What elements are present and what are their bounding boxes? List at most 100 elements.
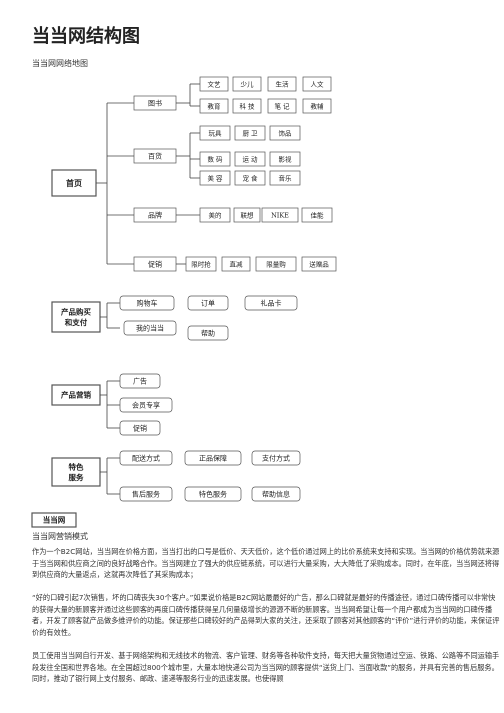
brand-item-box	[199, 207, 231, 223]
service-item-payment-box	[251, 450, 301, 466]
marketing-item-member: 会员专享	[119, 397, 173, 413]
brand-item: 联想	[233, 207, 261, 223]
goods-item: 厨 卫	[234, 125, 266, 141]
brand-item-label: 美的	[209, 210, 223, 219]
book-item: 科 技	[232, 98, 262, 114]
marketing-heading: 当当网营销模式	[32, 532, 88, 541]
goods-item-box	[269, 125, 301, 141]
book-item-box	[267, 98, 297, 114]
book-item-box	[199, 98, 229, 114]
node-home: 首页	[51, 169, 97, 197]
marketing-item-ad-box	[119, 373, 161, 389]
goods-item-box	[234, 151, 266, 167]
goods-item: 美 容	[199, 170, 231, 186]
node-special-label: 特色	[69, 461, 84, 471]
marketing-item-promo-box	[119, 420, 161, 436]
node-dangdang-box	[31, 512, 77, 528]
service-item-aftersale-box	[119, 486, 173, 502]
promo-item: 直减	[221, 256, 251, 272]
book-item: 笔 记	[267, 98, 297, 114]
service-item-delivery: 配送方式	[119, 450, 173, 466]
book-item-box	[232, 98, 262, 114]
purchase-item-help: 帮助	[187, 325, 229, 341]
purchase-item-cart-label: 购物车	[137, 298, 158, 307]
service-item-payment-label: 支付方式	[262, 453, 290, 462]
book-item-label: 教辅	[311, 101, 325, 110]
marketing-item-promo: 促销	[119, 420, 161, 436]
service-item-payment: 支付方式	[251, 450, 301, 466]
book-item: 文艺	[199, 76, 229, 92]
goods-item: 运 动	[234, 151, 266, 167]
goods-item: 宠 食	[234, 170, 266, 186]
book-item-label: 人文	[311, 79, 325, 88]
brand-item-box	[301, 207, 333, 223]
goods-item-label: 数 码	[207, 154, 223, 163]
brand-item: NIKE	[261, 207, 299, 223]
category-brand: 品牌	[133, 207, 177, 223]
marketing-item-ad: 广告	[119, 373, 161, 389]
service-item-delivery-box	[119, 450, 173, 466]
category-promo-label: 促销	[148, 259, 162, 268]
goods-item: 影视	[269, 151, 301, 167]
promo-item-box	[221, 256, 251, 272]
category-brand-label: 品牌	[148, 210, 162, 219]
node-special-box	[51, 457, 101, 487]
promo-item-label: 直减	[230, 259, 244, 268]
brand-item-label: 佳能	[311, 210, 325, 219]
goods-item-label: 饰品	[279, 128, 292, 137]
promo-item: 限时抢	[185, 256, 217, 272]
service-item-authentic-box	[184, 450, 242, 466]
goods-item: 数 码	[199, 151, 231, 167]
book-item-label: 教育	[208, 101, 222, 110]
purchase-item-cart-box	[119, 295, 175, 311]
promo-item-label: 送赠品	[309, 259, 329, 268]
brand-item-label: NIKE	[271, 211, 289, 219]
service-item-authentic: 正品保障	[184, 450, 242, 466]
book-item-label: 生活	[276, 79, 290, 88]
service-item-feature-label: 特色服务	[199, 489, 227, 498]
promo-item: 送赠品	[301, 256, 337, 272]
purchase-item-order-box	[187, 295, 229, 311]
node-dangdang: 当当网	[31, 512, 77, 528]
paragraph-logistics: 员工使用当当网自行开发、基于网络架构和无线技术的物流、客户管理、财务等各种软件支…	[32, 651, 500, 683]
service-item-authentic-label: 正品保障	[199, 453, 227, 462]
brand-item-box	[233, 207, 261, 223]
brand-item: 佳能	[301, 207, 333, 223]
goods-item-label: 美 容	[207, 173, 223, 182]
book-item: 少儿	[232, 76, 262, 92]
goods-item-label: 玩具	[209, 129, 223, 137]
marketing-item-promo-label: 促销	[133, 423, 147, 432]
purchase-item-giftcard-label: 礼品卡	[261, 298, 282, 307]
goods-item-label: 运 动	[242, 155, 258, 163]
promo-item-box	[301, 256, 337, 272]
book-item-box	[267, 76, 297, 92]
goods-item-box	[199, 170, 231, 186]
goods-item-box	[269, 170, 301, 186]
goods-item: 玩具	[199, 125, 231, 141]
goods-item-box	[199, 151, 231, 167]
goods-item-label: 音乐	[279, 173, 293, 182]
purchase-item-cart: 购物车	[119, 295, 175, 311]
purchase-item-mydangdang: 我的当当	[123, 320, 177, 336]
paragraph-word-of-mouth: “好的口碑引起7次销售，坏的口碑丧失30个客户。”如果说价格是B2C网站最最好的…	[32, 593, 500, 637]
node-special: 特色服务	[51, 457, 101, 487]
book-item-label: 科 技	[239, 101, 255, 110]
service-item-feature-box	[184, 486, 242, 502]
goods-item-box	[234, 170, 266, 186]
purchase-item-mydangdang-box	[123, 320, 177, 336]
purchase-item-mydangdang-label: 我的当当	[136, 323, 164, 332]
purchase-item-order: 订单	[187, 295, 229, 311]
book-item-box	[232, 76, 262, 92]
promo-item-box	[185, 256, 217, 272]
node-purchase-box	[51, 301, 101, 333]
node-purchase-label: 和支付	[65, 317, 88, 327]
goods-item: 饰品	[269, 125, 301, 141]
goods-item-label: 影视	[279, 154, 293, 163]
brand-item-label: 联想	[241, 210, 255, 219]
node-dangdang-label: 当当网	[43, 515, 66, 525]
service-item-delivery-label: 配送方式	[132, 453, 160, 462]
promo-item-label: 限量购	[266, 259, 286, 268]
book-item-box	[302, 76, 332, 92]
category-goods: 百货	[133, 148, 177, 164]
